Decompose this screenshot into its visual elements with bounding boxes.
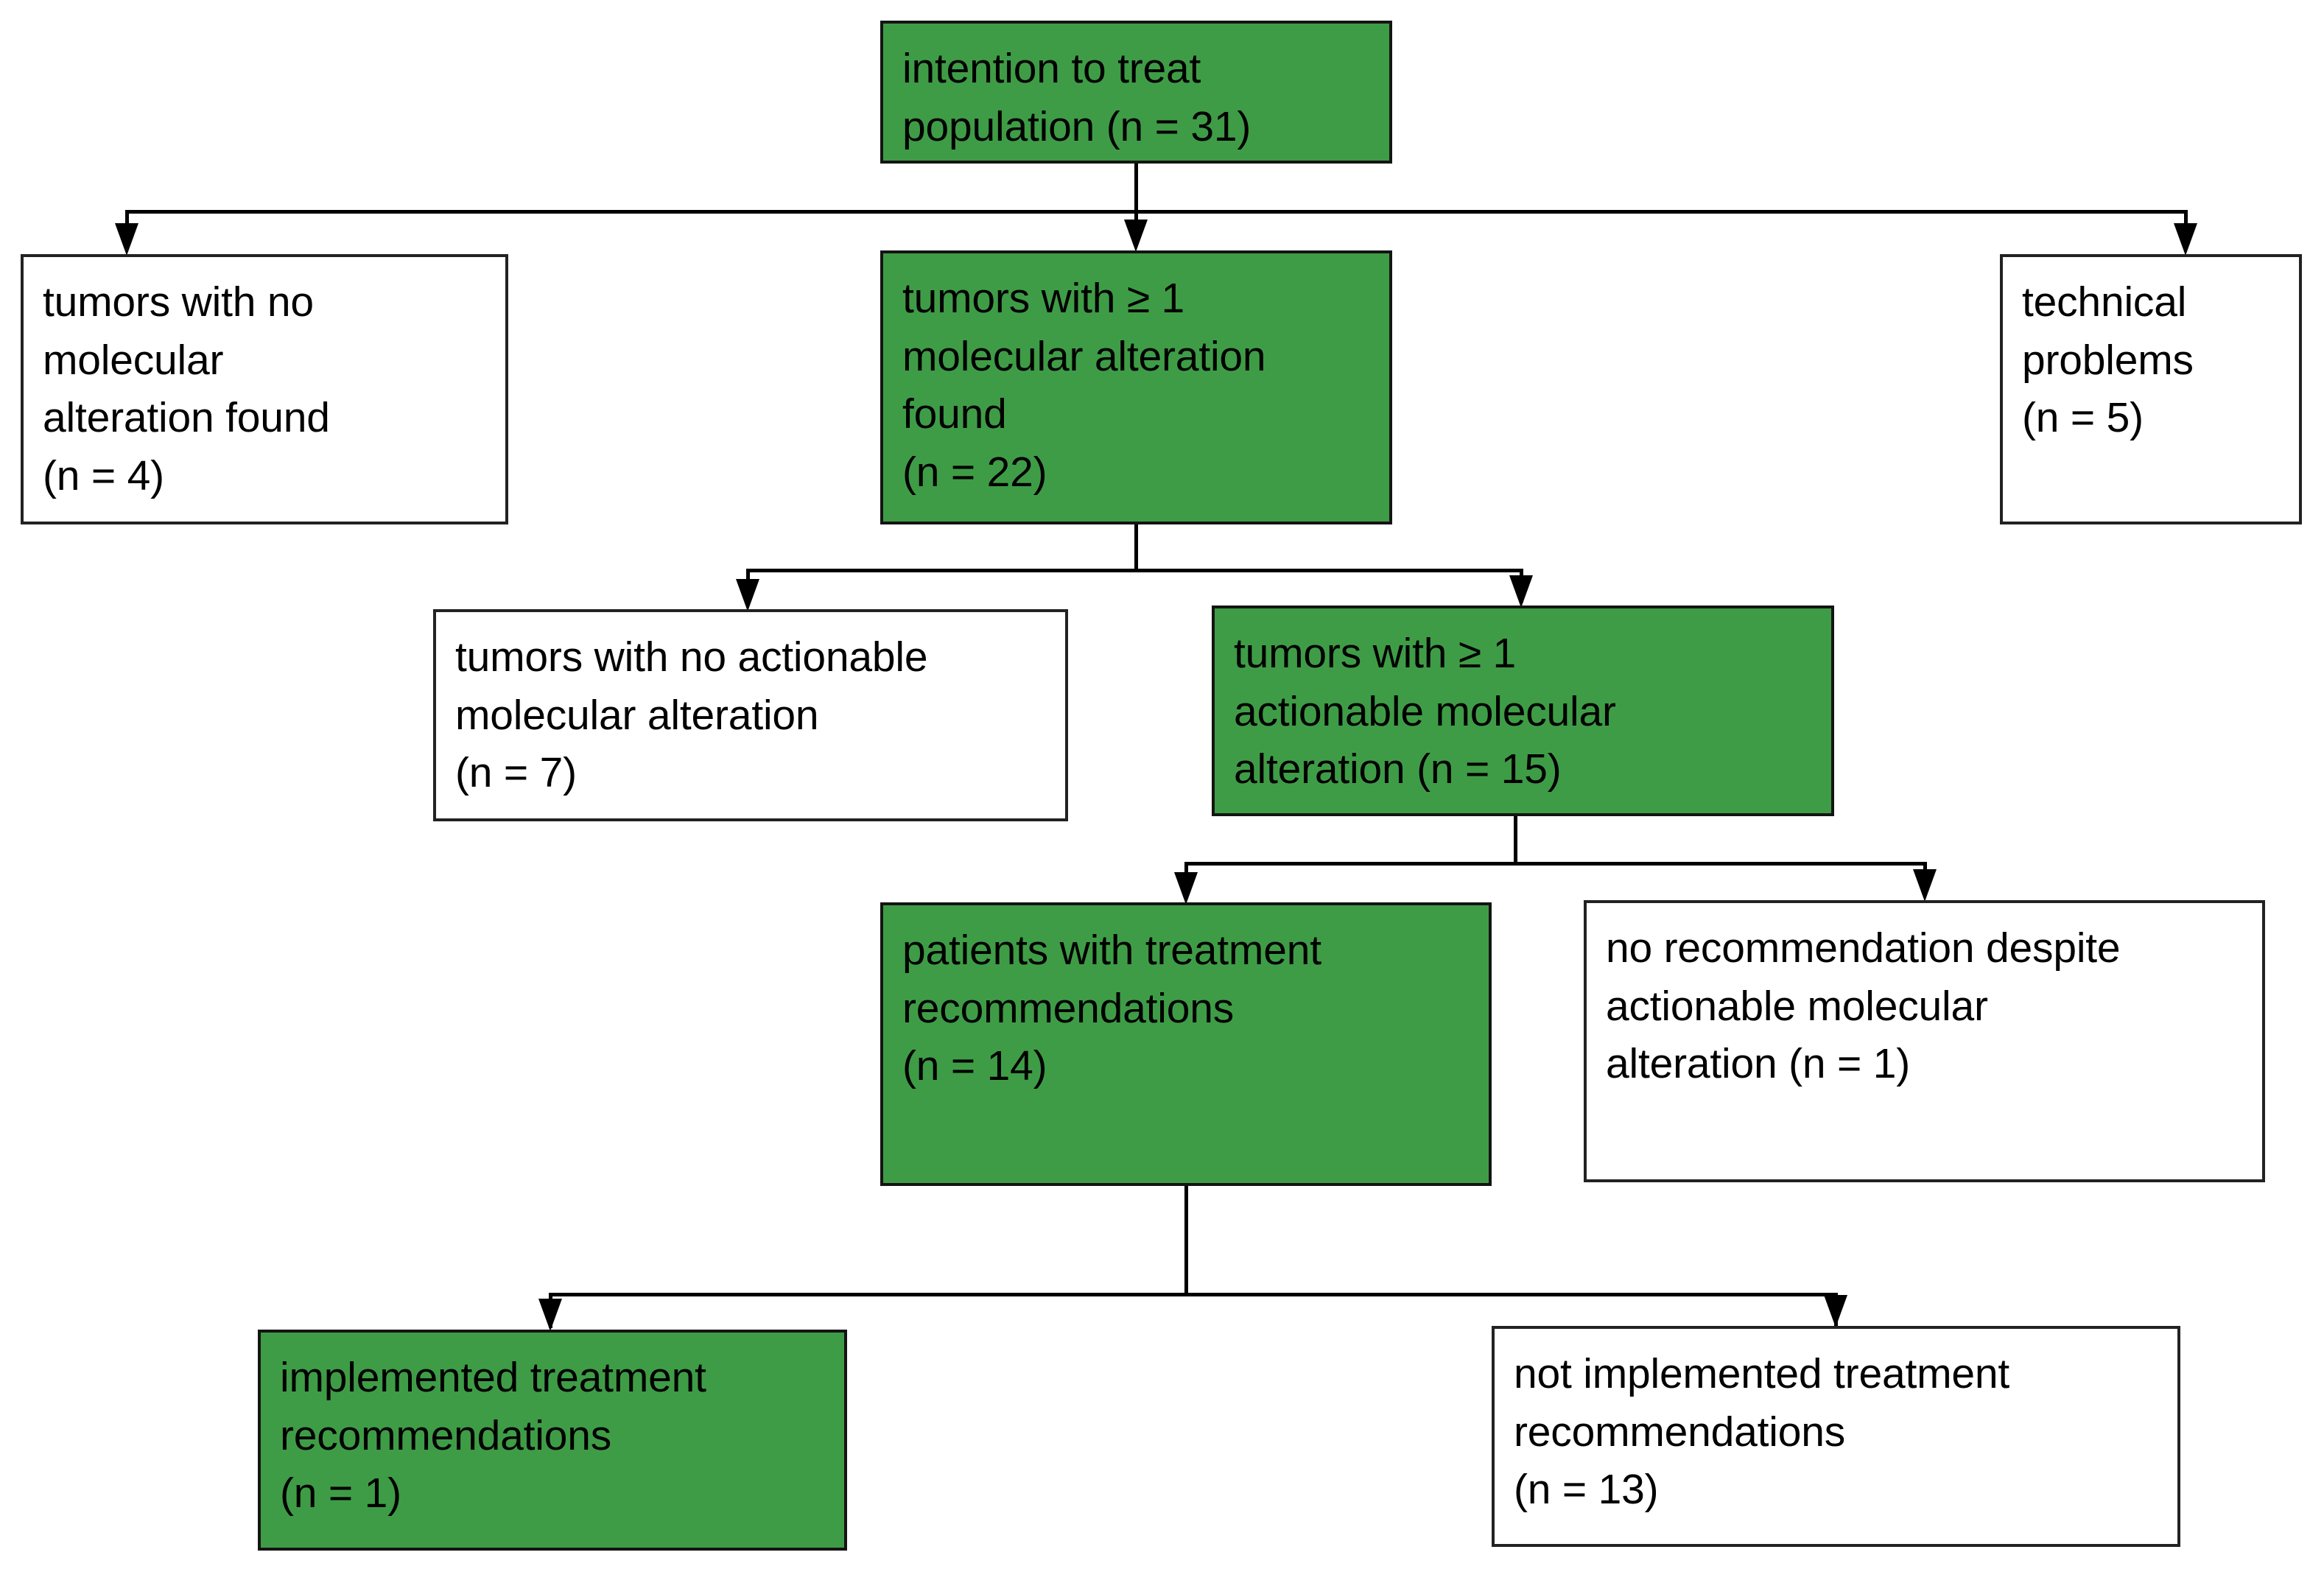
node-no-molecular-alteration[interactable]: tumors with no molecular alteration foun… <box>21 254 508 524</box>
edge-trunk-row3 <box>1514 816 1517 865</box>
node-label: tumors with ≥ 1 molecular alteration fou… <box>902 275 1266 496</box>
node-not-implemented[interactable]: not implemented treatment recommendation… <box>1492 1326 2180 1547</box>
node-intention-to-treat[interactable]: intention to treat population (n = 31) <box>880 21 1392 164</box>
node-label: tumors with ≥ 1 actionable molecular alt… <box>1234 630 1616 793</box>
node-label: no recommendation despite actionable mol… <box>1606 924 2121 1088</box>
node-label: implemented treatment recommendations (n… <box>280 1354 706 1517</box>
arrowhead-to-with-recommendations <box>1174 872 1198 905</box>
edge-trunk-row2 <box>1134 524 1138 572</box>
node-technical-problems[interactable]: technical problems (n = 5) <box>2000 254 2302 524</box>
edge-bus-row4 <box>549 1293 1838 1296</box>
node-label: tumors with no actionable molecular alte… <box>455 633 928 797</box>
node-label: patients with treatment recommendations … <box>902 927 1321 1090</box>
edge-bus-row3 <box>1184 862 1927 866</box>
node-no-actionable-alteration[interactable]: tumors with no actionable molecular alte… <box>433 609 1068 821</box>
arrowhead-to-no-actionable-alteration <box>736 579 759 611</box>
node-with-molecular-alteration[interactable]: tumors with ≥ 1 molecular alteration fou… <box>880 250 1392 524</box>
node-label: not implemented treatment recommendation… <box>1514 1350 2010 1514</box>
node-label: intention to treat population (n = 31) <box>902 45 1251 150</box>
arrowhead-to-no-molecular-alteration <box>115 223 138 256</box>
node-label: tumors with no molecular alteration foun… <box>43 278 330 499</box>
arrowhead-to-not-implemented <box>1824 1295 1847 1327</box>
arrowhead-to-implemented <box>538 1299 562 1331</box>
arrowhead-to-no-recommendation <box>1913 869 1937 902</box>
node-label: technical problems (n = 5) <box>2022 278 2194 442</box>
edge-bus-row2 <box>746 569 1523 572</box>
node-no-recommendation[interactable]: no recommendation despite actionable mol… <box>1584 900 2265 1182</box>
edge-trunk-row1 <box>1134 164 1138 211</box>
edge-bus-row1 <box>125 210 2188 214</box>
node-with-recommendations[interactable]: patients with treatment recommendations … <box>880 902 1492 1186</box>
arrowhead-to-technical-problems <box>2174 223 2197 256</box>
arrowhead-to-with-molecular-alteration <box>1124 220 1148 252</box>
node-actionable-alteration[interactable]: tumors with ≥ 1 actionable molecular alt… <box>1212 606 1834 816</box>
arrowhead-to-actionable-alteration <box>1509 575 1533 608</box>
node-implemented[interactable]: implemented treatment recommendations (n… <box>258 1330 847 1551</box>
edge-trunk-row4 <box>1184 1186 1188 1296</box>
